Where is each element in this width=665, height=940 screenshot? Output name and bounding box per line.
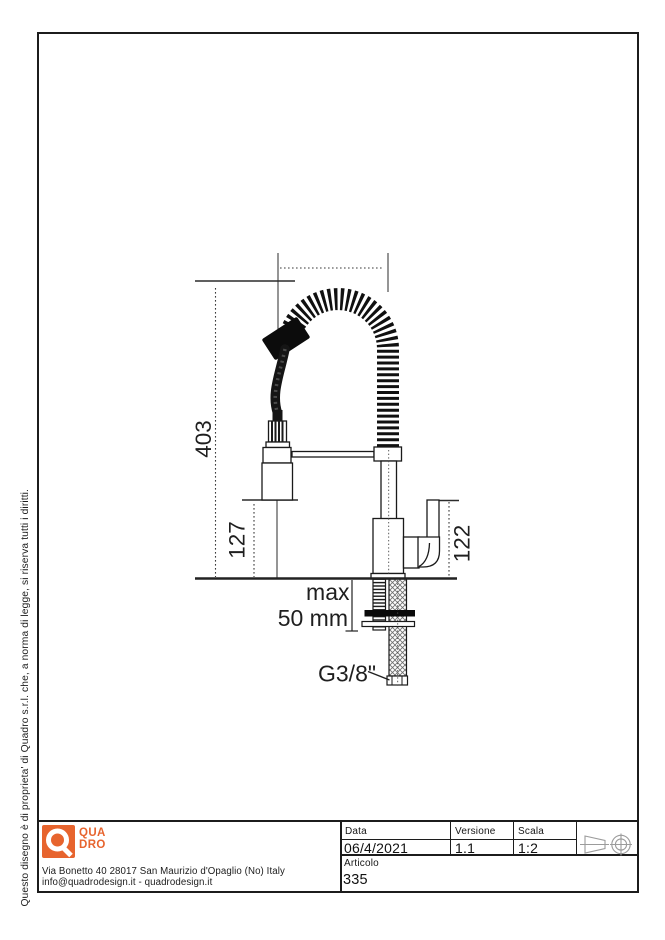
version-value: 1.1 [455, 840, 476, 856]
dim-spout-height: 127 [225, 521, 250, 559]
thread-leader-line [367, 670, 390, 681]
titleblock-col2 [512, 821, 514, 855]
scale-label: Scala [518, 825, 545, 837]
max-depth-label-line2: 50 mm [278, 605, 348, 631]
faucet-technical-drawing: 403 127 122 max 50 mm G3/8" [191, 253, 475, 687]
article-value: 335 [343, 871, 368, 888]
version-label: Versione [455, 825, 496, 837]
logo-wordmark-top: QUA [79, 827, 106, 839]
quadro-logo [42, 825, 75, 858]
faucet-body [370, 446, 441, 580]
titleblock-header-sep [341, 838, 576, 840]
projection-symbol-icon [580, 833, 632, 856]
scale-value: 1:2 [518, 840, 539, 856]
thread-size-label: G3/8" [318, 661, 376, 687]
logo-wordmark-bottom: DRO [79, 838, 106, 851]
data-value: 06/4/2021 [344, 840, 409, 856]
data-label: Data [345, 825, 367, 837]
spring-coil [282, 288, 399, 449]
side-note: Questo disegno è di proprieta' di Quadro… [20, 489, 31, 907]
company-contacts: info@quadrodesign.it - quadrodesign.it [42, 876, 213, 888]
titleblock-divider [340, 821, 342, 893]
article-label: Articolo [344, 857, 379, 869]
dimension-lines [214, 267, 450, 577]
max-depth-label-line1: max [306, 579, 350, 605]
max-depth-bracket [345, 580, 358, 632]
centerlines [388, 450, 399, 686]
titleblock-col3 [575, 821, 577, 855]
titleblock-top-line [37, 819, 639, 822]
dim-total-height: 403 [191, 420, 216, 458]
spray-head-holder [262, 317, 310, 360]
titleblock-col1 [449, 821, 451, 855]
spray-head-assembly [261, 410, 375, 501]
titleblock-row-sep [341, 854, 639, 856]
sheet-frame [37, 32, 639, 893]
logo-q-icon [46, 828, 73, 858]
logo-wordmark: QUA DRO [79, 827, 106, 852]
dim-handle-height: 122 [450, 525, 475, 563]
spray-hose-texture [273, 348, 287, 414]
company-address: Via Bonetto 40 28017 San Maurizio d'Opag… [42, 865, 285, 877]
